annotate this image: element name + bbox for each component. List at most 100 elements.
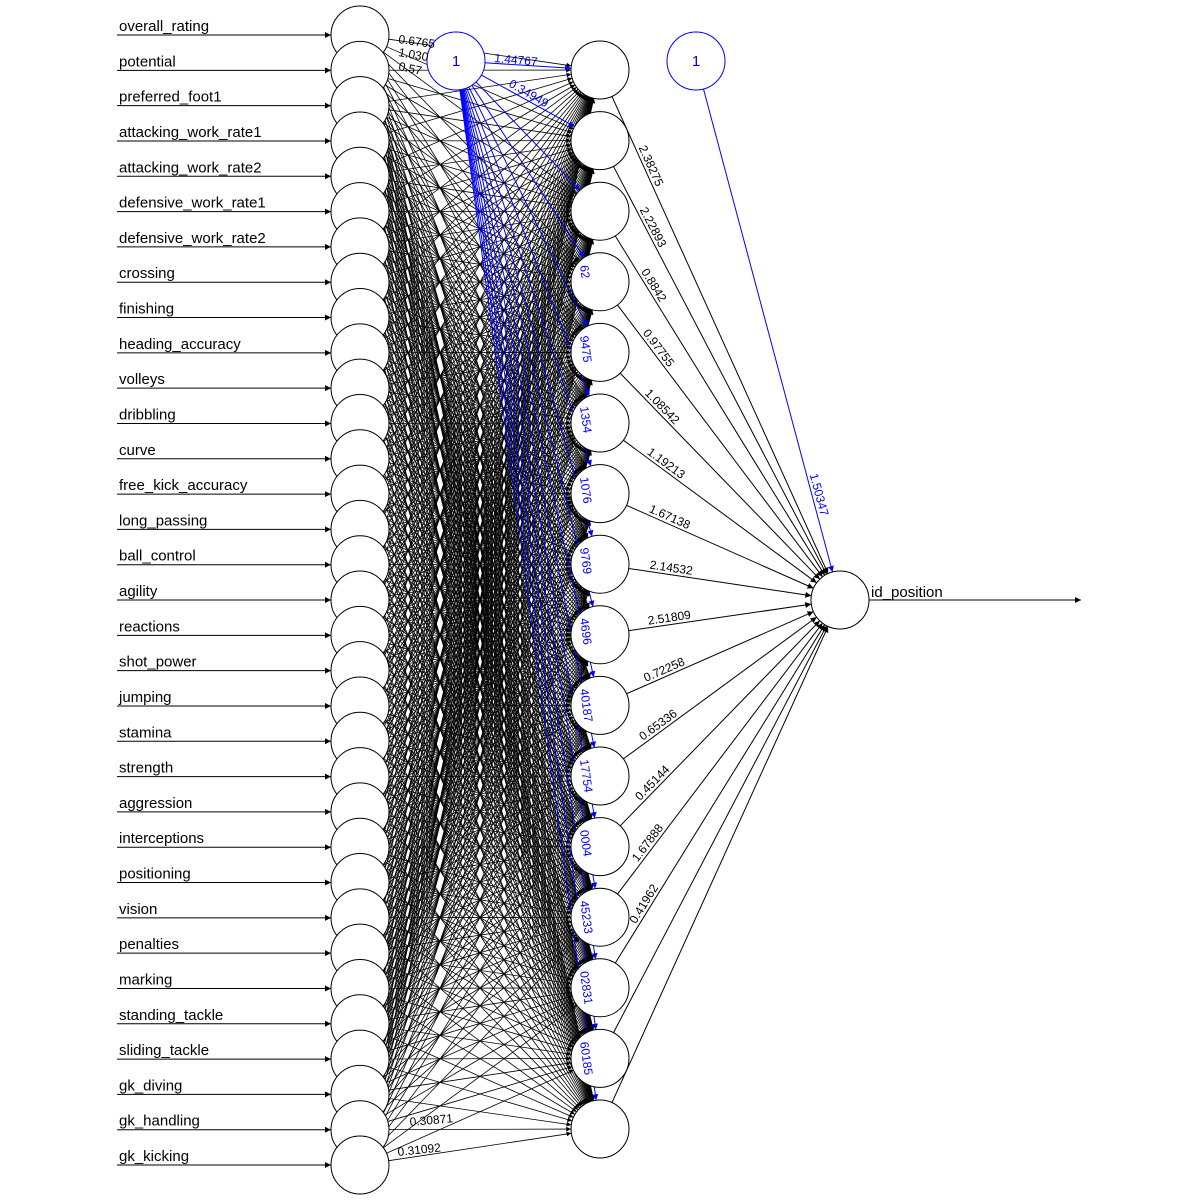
weight-label-hidden-output: 1.67888 <box>629 821 667 864</box>
input-label: heading_accuracy <box>119 336 241 353</box>
edge-bias-hidden <box>462 89 595 607</box>
edge-input-hidden <box>375 799 585 1106</box>
weight-label-hidden-output: 0.72258 <box>641 654 687 684</box>
edge-input-hidden <box>373 730 587 1140</box>
weight-label-bias-hidden: 1354 <box>577 405 595 434</box>
weight-label-bias-hidden: 0004 <box>577 829 595 858</box>
edge-bias-hidden <box>459 89 598 960</box>
edge-input-hidden <box>365 98 596 1137</box>
weight-label-bias-hidden: 17754 <box>577 758 596 793</box>
hidden-node <box>570 817 630 877</box>
input-label: attacking_work_rate1 <box>119 124 262 141</box>
input-label: attacking_work_rate2 <box>119 159 262 176</box>
edge-input-hidden <box>373 95 587 470</box>
weight-label-input-hidden: 0.31092 <box>397 1140 442 1158</box>
weight-label-hidden-output: 2.38275 <box>636 143 667 189</box>
edge-input-hidden <box>379 937 581 1145</box>
weight-label-bias-hidden: 0.34949 <box>507 76 552 110</box>
edge-bias-hidden <box>464 88 592 467</box>
output-node-group: id_position <box>810 570 1081 630</box>
edge-input-hidden <box>375 93 585 400</box>
edge-input-hidden <box>387 77 573 134</box>
edge-bias-hidden <box>468 86 588 327</box>
edge-hidden-output <box>614 235 826 576</box>
hidden-node <box>570 887 630 947</box>
edge-input-hidden <box>374 94 586 435</box>
input-label: defensive_work_rate1 <box>119 195 266 212</box>
input-label: finishing <box>119 301 174 318</box>
bias-node <box>666 31 726 91</box>
input-label: shot_power <box>119 654 197 671</box>
edge-input-hidden <box>367 97 593 855</box>
input-label: standing_tackle <box>119 1007 223 1024</box>
edge-input-hidden <box>381 88 579 264</box>
edge-input-hidden <box>366 97 594 961</box>
edge-input-hidden <box>374 800 586 1141</box>
edge-input-hidden <box>368 97 592 785</box>
hidden-node <box>570 181 630 241</box>
input-label: gk_diving <box>119 1077 182 1094</box>
weight-label-bias-hidden: 62 <box>577 264 593 279</box>
edge-hidden-output <box>619 620 821 827</box>
edge-hidden-output <box>611 626 829 1103</box>
hidden-nodes <box>570 40 630 1159</box>
edge-hidden-output <box>628 567 812 598</box>
weight-label-input-hidden: 0.57 <box>397 59 423 78</box>
weight-label-bias-hidden: 4696 <box>577 617 595 646</box>
labels: 2.382752.228930.88420.977551.085421.1921… <box>118 18 832 1165</box>
edge-bias-hidden <box>471 85 585 258</box>
edge-input-hidden <box>372 95 588 539</box>
input-nodes <box>330 5 390 1195</box>
input-hidden-edges <box>365 38 596 1162</box>
edge-hidden-output <box>626 611 814 695</box>
input-label: gk_kicking <box>119 1148 189 1165</box>
weight-label-hidden-output: 2.14532 <box>649 558 694 578</box>
edge-hidden-output <box>626 504 814 589</box>
bias-node-label: 1 <box>452 53 460 70</box>
weight-label-hidden-output: 0.45144 <box>632 762 673 803</box>
input-label: interceptions <box>119 830 204 847</box>
input-label: curve <box>119 442 156 459</box>
bias-node <box>426 31 486 91</box>
hidden-node <box>570 1099 630 1159</box>
hidden-node <box>570 252 630 312</box>
input-label: defensive_work_rate2 <box>119 230 266 247</box>
edge-input-hidden <box>388 72 572 102</box>
input-node <box>330 1135 390 1195</box>
edge-bias-hidden <box>459 89 599 1101</box>
input-label: positioning <box>119 866 191 883</box>
edge-input-hidden <box>366 98 595 1102</box>
weight-label-input-hidden: 0.30871 <box>409 1111 454 1129</box>
hidden-node <box>570 675 630 735</box>
input-label: penalties <box>119 936 179 953</box>
edge-hidden-output <box>617 622 823 895</box>
edge-input-hidden <box>366 168 595 1137</box>
weight-label-bias-hidden: 60185 <box>577 1041 596 1076</box>
hidden-node <box>570 464 630 524</box>
hidden-node <box>570 605 630 665</box>
edge-hidden-output <box>611 96 829 574</box>
hidden-node <box>570 393 630 453</box>
edge-input-hidden <box>368 97 593 820</box>
edge-hidden-output <box>619 372 821 580</box>
weight-label-bias-hidden: 02831 <box>577 970 596 1005</box>
edge-input-hidden <box>373 730 587 1105</box>
edge-bias-hidden <box>460 89 598 889</box>
input-label: strength <box>119 760 173 777</box>
bias-node-label: 1 <box>692 53 700 70</box>
edge-input-hidden <box>367 97 594 926</box>
edge-hidden-output <box>617 304 823 578</box>
edge-input-hidden <box>367 97 594 891</box>
hidden-node <box>570 322 630 382</box>
edge-input-hidden <box>371 661 589 1139</box>
edge-input-hidden <box>366 239 594 1102</box>
edge-bias-hidden <box>481 74 575 128</box>
edge-input-hidden <box>366 239 595 1137</box>
weight-label-hidden-output: 1.08542 <box>642 386 682 427</box>
edge-input-hidden <box>387 1065 573 1122</box>
input-label: preferred_foot1 <box>119 89 222 106</box>
edge-input-hidden <box>367 309 594 1102</box>
edge-input-hidden <box>386 1069 574 1154</box>
weight-label-bias-hidden: 1.44767 <box>494 51 539 69</box>
